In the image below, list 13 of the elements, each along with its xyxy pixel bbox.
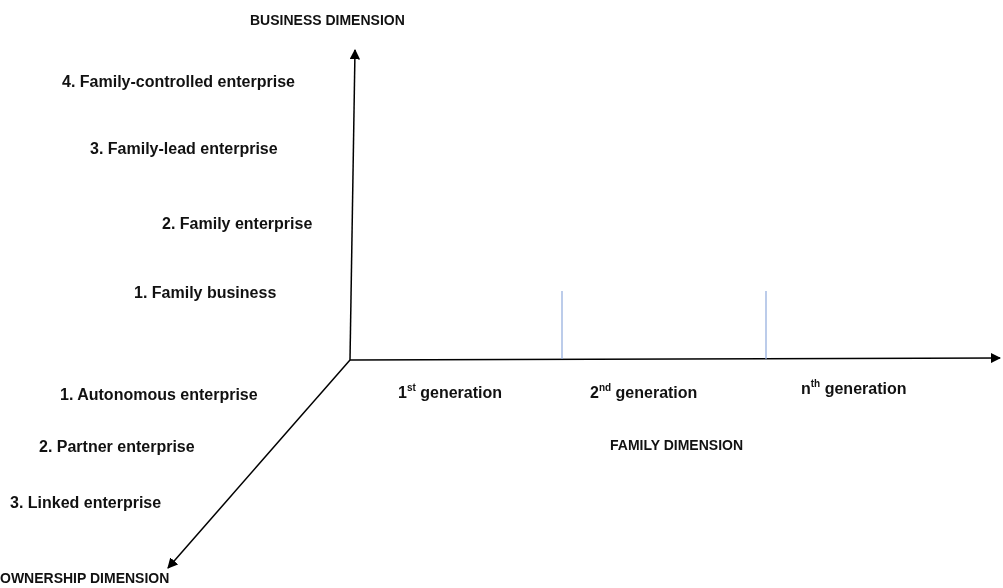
axis-title: FAMILY DIMENSION [610, 437, 744, 453]
axis-label: 1. Family business [134, 284, 277, 302]
axis-label: 1. Autonomous enterprise [60, 386, 258, 404]
axis-label: 2. Family enterprise [162, 215, 313, 233]
axis-label: n$^{th}$ generation [801, 378, 907, 398]
axis-label: 1$^{st}$ generation [398, 382, 503, 402]
axis-title: OWNERSHIP DIMENSION [0, 570, 170, 586]
axis-label: 4. Family-controlled enterprise [62, 73, 295, 91]
axis-label: 2$^{nd}$ generation [590, 382, 698, 402]
axis-label: 3. Linked enterprise [10, 494, 162, 512]
axis-label: 2. Partner enterprise [39, 438, 195, 456]
axis-title: BUSINESS DIMENSION [250, 12, 405, 28]
axis-label: 3. Family-lead enterprise [90, 140, 278, 158]
